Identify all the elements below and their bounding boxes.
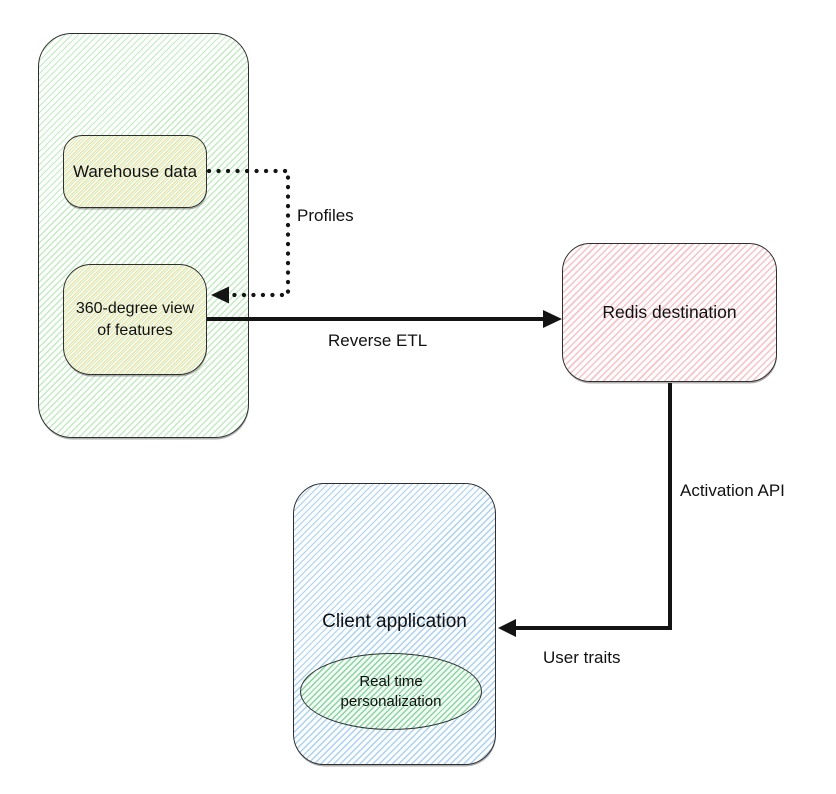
node-warehouse-data: Warehouse data xyxy=(63,135,207,208)
edge-label-activation-api: Activation API xyxy=(680,481,785,500)
edge-label-profiles: Profiles xyxy=(297,206,354,225)
node-feature-view-label: 360-degree view of features xyxy=(75,299,195,339)
node-client-application-label: Client application xyxy=(322,611,467,632)
node-warehouse-data-label: Warehouse data xyxy=(72,161,198,181)
arrowhead-reverse-etl xyxy=(543,310,562,328)
edge-label-user-traits: User traits xyxy=(543,648,621,667)
edge-redis-to-client xyxy=(498,383,672,637)
node-feature-view: 360-degree view of features xyxy=(63,264,207,375)
edge-reverse-etl xyxy=(207,310,562,328)
edge-label-reverse-etl: Reverse ETL xyxy=(328,331,428,350)
arrowhead-redis-to-client xyxy=(498,619,516,637)
node-client-application: Client application Real time personaliza… xyxy=(293,483,496,765)
node-warehouse-group xyxy=(38,33,249,438)
node-real-time-personalization: Real time personalization xyxy=(300,653,482,730)
node-real-time-personalization-label: Real time personalization xyxy=(340,673,442,710)
node-redis-destination: Redis destination xyxy=(562,243,777,382)
node-redis-destination-label: Redis destination xyxy=(602,302,737,322)
